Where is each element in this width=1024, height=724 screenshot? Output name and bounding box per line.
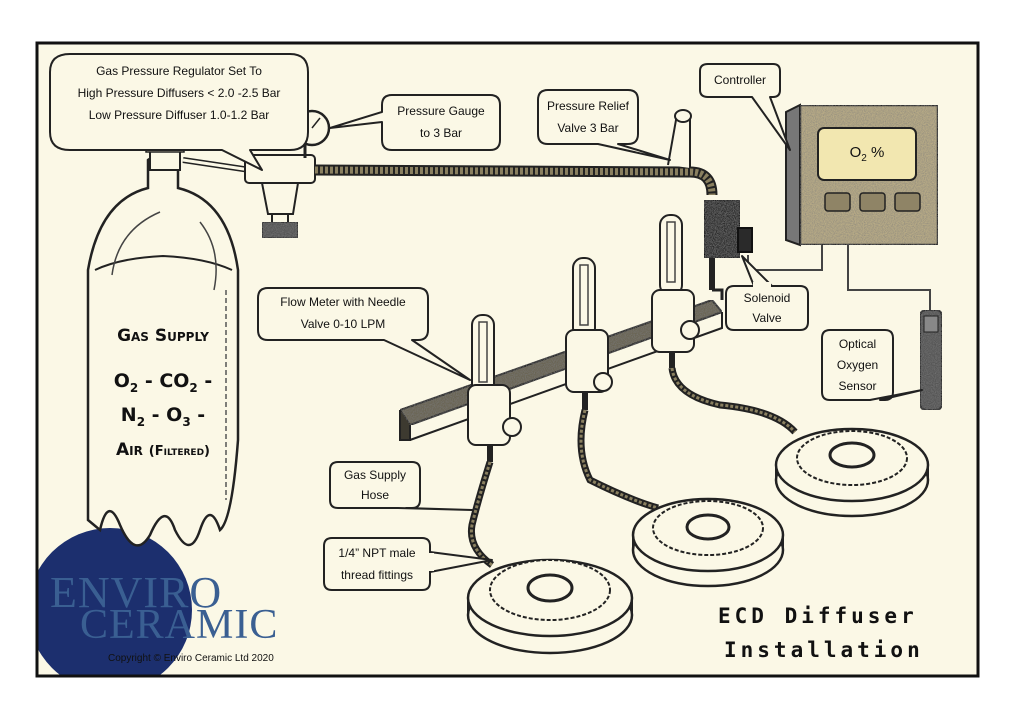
label-supply-hose-line-2: Hose xyxy=(360,488,389,502)
callout-bubble-regulator xyxy=(49,53,309,171)
controller-display-readout: O2 % xyxy=(818,144,916,164)
label-relief-valve-line-2: Valve 3 Bar xyxy=(557,121,619,135)
label-supply-hose: Gas Supply Hose xyxy=(330,465,420,505)
label-controller: Controller xyxy=(700,69,780,91)
flow-meter-2 xyxy=(565,257,613,410)
logo-circle xyxy=(37,528,192,676)
label-oxygen-sensor-line-2: Oxygen xyxy=(836,358,879,372)
gas-line-3: Air (Filtered) xyxy=(88,440,238,460)
diffuser-1 xyxy=(466,558,634,655)
label-regulator: Gas Pressure Regulator Set To High Press… xyxy=(52,60,306,126)
label-flow-meter-line-2: Valve 0-10 LPM xyxy=(300,317,386,331)
gas-o-sub: 2 xyxy=(129,380,139,395)
gas-co-sub: 2 xyxy=(189,380,198,395)
label-pressure-gauge-line-1: Pressure Gauge xyxy=(397,104,485,118)
label-flow-meter-line-1: Flow Meter with Needle xyxy=(280,295,406,309)
gas-line-1: O2 - CO2 - xyxy=(88,370,238,395)
label-npt-fittings-line-1: 1/4” NPT male xyxy=(338,546,416,560)
label-oxygen-sensor-line-1: Optical xyxy=(838,337,877,351)
controller-screen xyxy=(817,127,917,181)
display-unit: % xyxy=(866,144,885,161)
label-npt-fittings: 1/4” NPT male thread fittings xyxy=(324,542,430,586)
gas-dash-2: - xyxy=(190,404,206,426)
gas-co: - CO xyxy=(138,370,190,392)
label-flow-meter: Flow Meter with Needle Valve 0-10 LPM xyxy=(258,291,428,335)
supply-pipe xyxy=(314,164,718,196)
label-pressure-gauge: Pressure Gauge to 3 Bar xyxy=(382,100,500,144)
gas-cylinder xyxy=(86,143,240,547)
display-sub: 2 xyxy=(861,153,867,164)
gas-o: O xyxy=(113,370,130,392)
copyright-notice: Copyright © Enviro Ceramic Ltd 2020 xyxy=(108,653,274,664)
callout-bubble-hose xyxy=(329,461,473,511)
gas-o3-sub: 3 xyxy=(182,414,191,429)
display-o: O xyxy=(849,144,862,161)
diffuser-3 xyxy=(774,427,930,518)
gas-n: N xyxy=(120,404,137,426)
diffuser-2 xyxy=(631,497,785,588)
gas-supply-label: Gas Supply xyxy=(88,326,238,346)
logo-text-line-2: Ceramic xyxy=(80,602,279,648)
callout-bubble-flow-meter xyxy=(257,287,471,381)
callout-bubble-gauge xyxy=(329,94,501,151)
gas-n-sub: 2 xyxy=(136,414,146,429)
solenoid-valve xyxy=(703,199,753,290)
label-solenoid: Solenoid Valve xyxy=(726,288,808,328)
gas-line-2: N2 - O3 - xyxy=(88,404,238,429)
label-solenoid-line-2: Valve xyxy=(752,311,782,325)
diagram-title-line-2: Installation xyxy=(724,638,924,662)
callout-bubble-controller xyxy=(699,63,791,151)
pressure-relief-valve xyxy=(667,109,692,168)
controller-box xyxy=(747,103,940,310)
callout-bubble-relief xyxy=(537,89,671,161)
label-regulator-line-1: Gas Pressure Regulator Set To xyxy=(96,64,262,78)
label-relief-valve: Pressure Relief Valve 3 Bar xyxy=(538,95,638,139)
gas-air: Air xyxy=(116,440,143,460)
label-solenoid-line-1: Solenoid xyxy=(743,291,791,305)
label-npt-fittings-line-2: thread fittings xyxy=(340,568,414,582)
logo-text-line-1: Enviro xyxy=(50,568,223,617)
diagram-title-line-1: ECD Diffuser xyxy=(718,604,918,628)
label-oxygen-sensor-line-3: Sensor xyxy=(838,379,877,393)
label-regulator-line-3: Low Pressure Diffuser 1.0-1.2 Bar xyxy=(88,108,270,122)
flow-meter-3 xyxy=(651,214,700,368)
label-oxygen-sensor: Optical Oxygen Sensor xyxy=(822,334,893,397)
diagram-frame xyxy=(35,41,980,678)
gas-filtered: (Filtered) xyxy=(148,444,210,459)
callout-bubble-oxygen xyxy=(821,329,923,401)
gas-dash-1: - xyxy=(197,370,213,392)
gas-supply-hoses xyxy=(467,367,798,568)
flow-meter-1 xyxy=(467,314,522,462)
label-pressure-gauge-line-2: to 3 Bar xyxy=(419,126,463,140)
gas-supply-title: Gas Supply xyxy=(117,326,209,346)
optical-oxygen-sensor xyxy=(919,309,943,411)
label-relief-valve-line-1: Pressure Relief xyxy=(546,99,630,113)
label-controller-line-1: Controller xyxy=(713,73,767,87)
label-supply-hose-line-1: Gas Supply xyxy=(343,468,407,482)
label-regulator-line-2: High Pressure Diffusers < 2.0 -2.5 Bar xyxy=(77,86,281,100)
gas-o3: - O xyxy=(145,404,183,426)
